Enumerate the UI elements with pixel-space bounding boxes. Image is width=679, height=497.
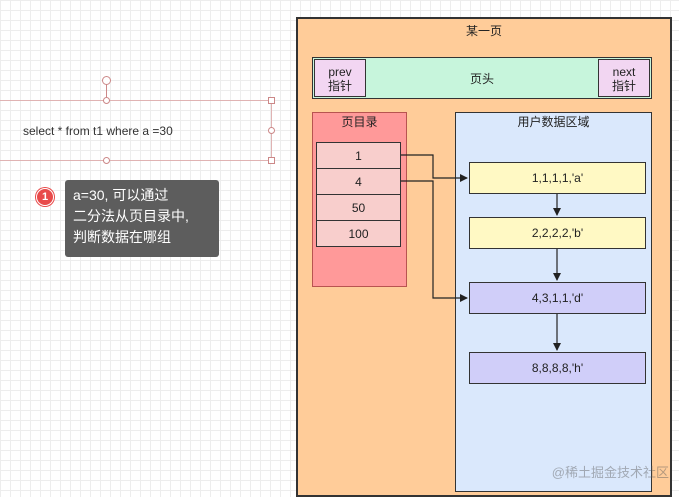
record: 8,8,8,8,'h' — [469, 352, 646, 384]
page-title: 某一页 — [465, 24, 502, 38]
annotation-number-badge[interactable]: 1 — [36, 188, 54, 206]
rotation-handle[interactable] — [102, 76, 111, 85]
prev-pointer: prev 指针 — [314, 59, 366, 97]
record: 2,2,2,2,'b' — [469, 217, 646, 249]
annotation-callout[interactable]: a=30, 可以通过 二分法从页目录中, 判断数据在哪组 — [65, 180, 219, 257]
sql-statement-box[interactable]: select * from t1 where a =30 — [0, 100, 272, 161]
watermark: @稀土掘金技术社区 — [551, 465, 669, 480]
directory-slot: 50 — [316, 194, 401, 221]
directory-slot: 1 — [316, 142, 401, 169]
resize-handle-bottom[interactable] — [103, 157, 110, 164]
user-data-area-title: 用户数据区域 — [517, 115, 590, 129]
resize-handle-top[interactable] — [103, 97, 110, 104]
page-header-label: 页头 — [469, 72, 494, 86]
record: 4,3,1,1,'d' — [469, 282, 646, 314]
record: 1,1,1,1,'a' — [469, 162, 646, 194]
sql-statement-text: select * from t1 where a =30 — [23, 123, 173, 138]
page-directory-title: 页目录 — [341, 115, 378, 129]
directory-slot: 4 — [316, 168, 401, 195]
next-pointer: next 指针 — [598, 59, 650, 97]
resize-handle-bottom-right[interactable] — [268, 157, 275, 164]
prev-pointer-label: prev 指针 — [327, 65, 352, 93]
next-pointer-label: next 指针 — [611, 65, 636, 93]
directory-slot: 100 — [316, 220, 401, 247]
resize-handle-top-right[interactable] — [268, 97, 275, 104]
rotation-handle-stem — [106, 84, 107, 100]
page-header-box — [312, 57, 652, 99]
resize-handle-right[interactable] — [268, 127, 275, 134]
